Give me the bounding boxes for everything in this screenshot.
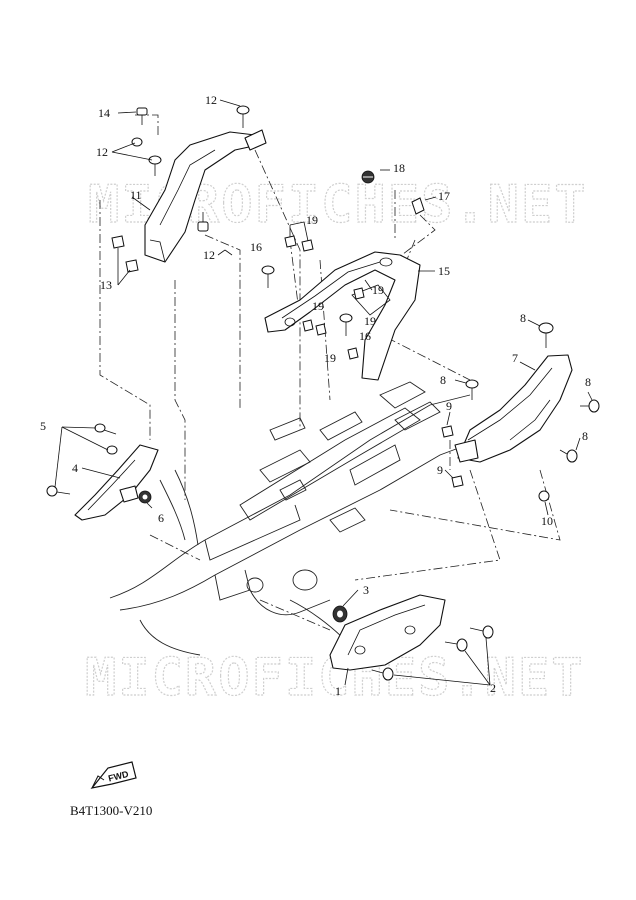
callout-19: 19 [364,314,376,328]
nuts-9 [441,425,464,488]
bolt-12-top [236,105,250,128]
grommet-10 [538,490,550,502]
bolt-16-a [261,265,275,288]
grommet-3 [332,605,348,623]
bolt-14 [136,107,148,125]
fwd-arrow-icon: FWD [90,761,137,789]
callout-14: 14 [98,106,110,120]
callout-6: 6 [158,511,164,525]
callout-3: 3 [363,583,369,597]
cap-18 [361,170,375,184]
bolt-8-right [580,399,600,413]
grab-rail-left [144,129,267,263]
callout-13: 13 [100,278,112,292]
callout-9: 9 [446,399,452,413]
bolt-8-top [538,322,554,348]
callout-7: 7 [512,351,518,365]
callout-19: 19 [306,213,318,227]
fwd-label: FWD [107,769,130,784]
clip-17 [411,197,425,215]
bolts-2 [371,625,494,681]
callout-19: 19 [312,299,324,313]
grommet-6 [138,490,152,504]
callout-16: 16 [359,329,371,343]
callout-4: 4 [72,461,78,475]
rear-carrier [264,251,421,381]
nuts-13 [111,235,139,273]
callout-10: 10 [541,514,553,528]
callout-8: 8 [585,375,591,389]
bolt-16-b [339,313,353,336]
callout-labels: 14 12 12 11 12 13 18 17 19 16 15 19 19 1… [40,93,591,698]
bolt-8-left [465,379,479,400]
side-cover-right [454,354,573,463]
callout-12: 12 [96,145,108,159]
side-cover-left [74,444,159,521]
diagram-code: B4T1300-V210 [70,803,152,818]
callout-11: 11 [130,188,142,202]
callout-8: 8 [520,311,526,325]
callout-19: 19 [372,283,384,297]
callout-8: 8 [440,373,446,387]
bolt-8-bottom [559,449,578,463]
rear-frame [109,381,481,656]
callout-15: 15 [438,264,450,278]
callout-5: 5 [40,419,46,433]
callout-9: 9 [437,463,443,477]
leader-lines [54,99,593,686]
bolts-5 [46,423,118,497]
lower-bracket [329,594,446,671]
callout-1: 1 [335,684,341,698]
bolt-12-left [131,137,162,176]
callout-17: 17 [438,189,450,203]
callout-18: 18 [393,161,405,175]
nuts-19 [284,235,365,360]
nut-12-bottom [197,212,209,232]
callout-16: 16 [250,240,262,254]
callout-12: 12 [205,93,217,107]
callout-12: 12 [203,248,215,262]
callout-8: 8 [582,429,588,443]
callout-2: 2 [490,681,496,695]
callout-19: 19 [324,351,336,365]
